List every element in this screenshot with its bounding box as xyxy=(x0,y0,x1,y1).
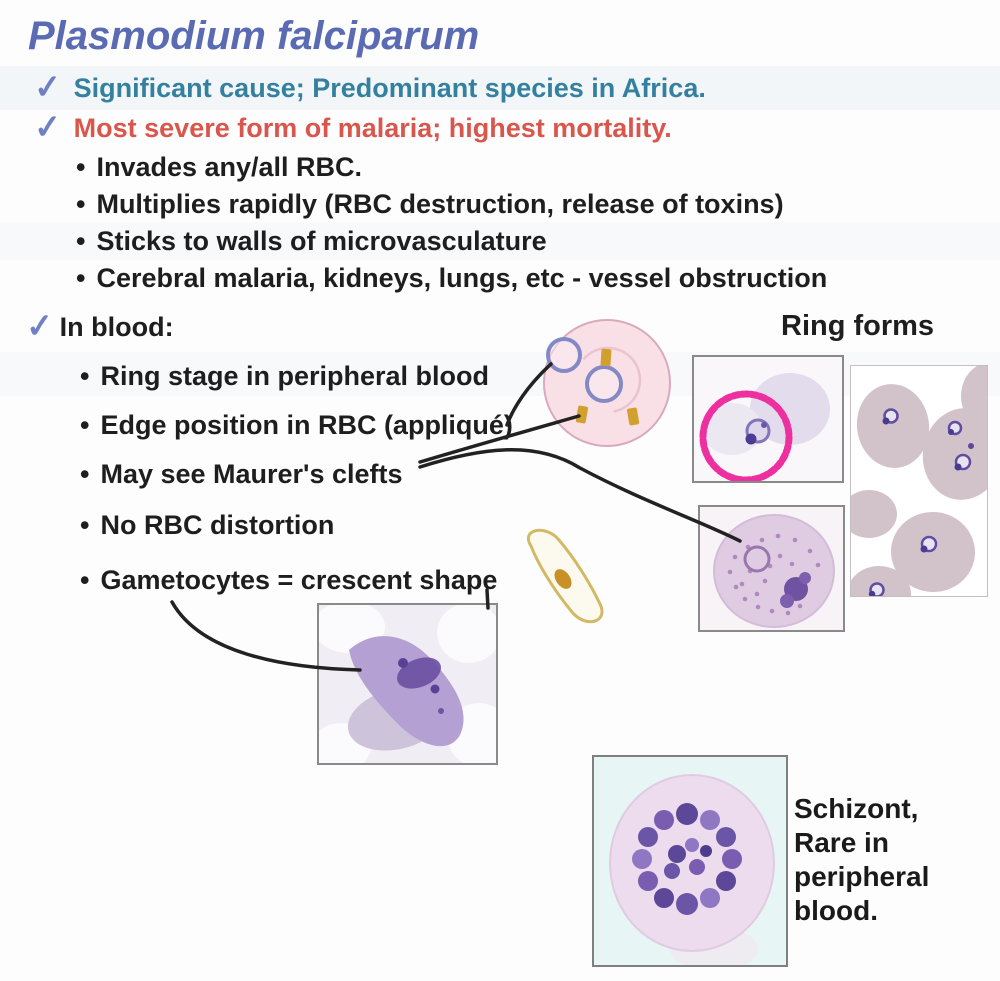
bullet-marker: • xyxy=(80,410,90,440)
bullet-maurers-clefts: May see Maurer's clefts xyxy=(100,459,403,489)
bullet-marker: • xyxy=(80,459,90,489)
schizont-caption-line: blood. xyxy=(794,895,878,926)
in-blood-heading: In blood: xyxy=(59,312,174,342)
maurers-clefts-photo xyxy=(698,505,845,632)
gametocyte-crescent-sketch xyxy=(527,528,604,624)
schizont-photo xyxy=(592,755,788,967)
ring-forms-photo xyxy=(850,365,988,597)
checkmark-icon: ✓ xyxy=(24,306,55,345)
checkmark-icon: ✓ xyxy=(32,67,63,106)
highlight-line-most-severe: Most severe form of malaria; highest mor… xyxy=(73,113,672,143)
schizont-photo-art xyxy=(609,774,775,965)
bullet-ring-stage: Ring stage in peripheral blood xyxy=(100,361,489,391)
connector-line-applique-to-sketch xyxy=(505,362,553,427)
rbc-sketch xyxy=(543,319,671,447)
bullet-marker: • xyxy=(80,565,90,595)
gametocyte-photo-art xyxy=(319,605,496,763)
ring-parasite-sketch-edge xyxy=(546,337,582,373)
bullet-multiplies: Multiplies rapidly (RBC destruction, rel… xyxy=(96,189,784,219)
bullet-marker: • xyxy=(76,189,86,219)
schizont-merozoites xyxy=(632,803,742,915)
page-title: Plasmodium falciparum xyxy=(28,14,480,58)
ring-forms-photo-art xyxy=(851,366,987,596)
bullet-marker: • xyxy=(80,361,90,391)
bullet-sticks: Sticks to walls of microvasculature xyxy=(96,226,547,256)
highlight-line-significant-cause: Significant cause; Predominant species i… xyxy=(73,73,706,103)
maurers-clefts-speckles xyxy=(727,533,821,616)
maurers-cleft-markers xyxy=(575,348,640,426)
bullet-marker: • xyxy=(80,510,90,540)
schizont-caption-line: Rare in xyxy=(794,827,889,858)
ring-form-circled-photo xyxy=(692,355,844,483)
schizont-caption-line: peripheral xyxy=(794,861,930,892)
gametocyte-photo xyxy=(317,603,498,765)
ring-forms-label: Ring forms xyxy=(781,310,935,342)
ring-parasite-chromatin xyxy=(745,433,757,445)
magenta-circle-annotation xyxy=(699,390,793,481)
schizont-caption: Schizont, Rare in peripheral blood. xyxy=(794,792,929,928)
ring-parasite-sketch-center xyxy=(585,365,623,403)
bullet-invades: Invades any/all RBC. xyxy=(96,152,363,182)
bullet-marker: • xyxy=(76,152,86,182)
schizont-caption-line: Schizont, xyxy=(794,793,919,824)
maurers-clefts-photo-art xyxy=(713,514,835,628)
bullet-gametocytes: Gametocytes = crescent shape xyxy=(100,565,498,595)
bullet-cerebral: Cerebral malaria, kidneys, lungs, etc - … xyxy=(96,263,828,293)
ring-form-circled-photo-art xyxy=(699,373,830,481)
bullet-no-distortion: No RBC distortion xyxy=(100,510,335,540)
bullet-marker: • xyxy=(76,263,86,293)
bullet-edge-position: Edge position in RBC (appliqué) xyxy=(100,410,513,440)
checkmark-icon: ✓ xyxy=(32,107,63,146)
bullet-marker: • xyxy=(76,226,86,256)
